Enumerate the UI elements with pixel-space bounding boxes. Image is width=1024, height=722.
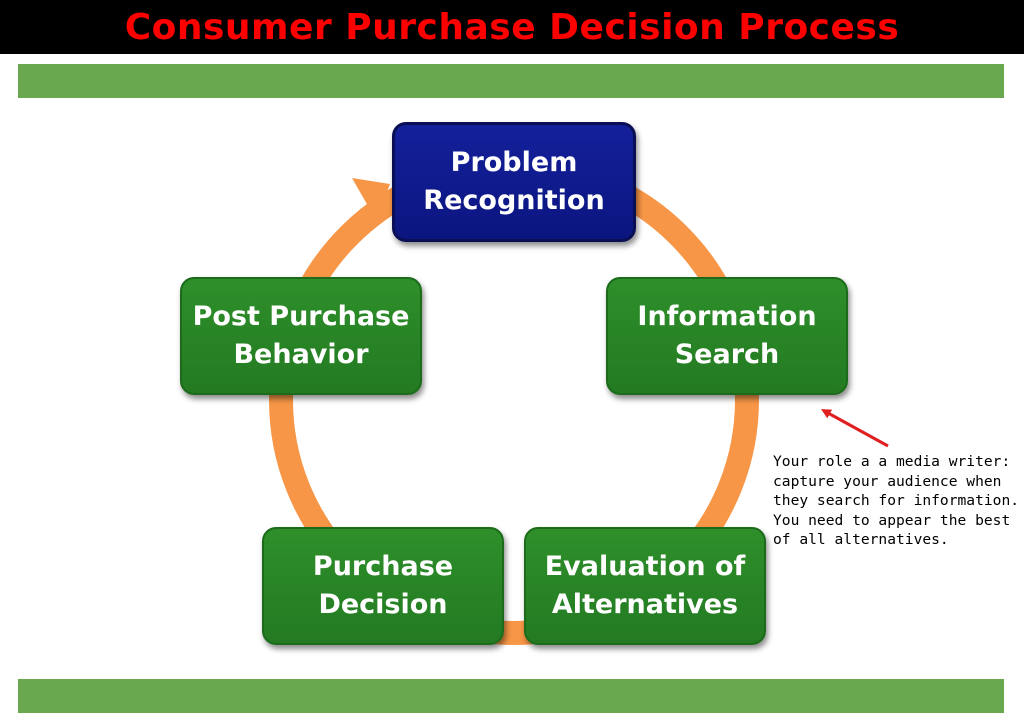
stage-problem-recognition: Problem Recognition — [392, 122, 636, 242]
stage-label: Purchase Decision — [312, 551, 454, 620]
title-bar: Consumer Purchase Decision Process — [0, 0, 1024, 54]
stage-label: Post Purchase Behavior — [192, 301, 410, 370]
cycle-arrowhead — [352, 178, 390, 220]
stage-label: Evaluation of Alternatives — [544, 551, 746, 620]
annotation-note: Your role a a media writer: capture your… — [773, 453, 1020, 548]
stage-purchase-decision: Purchase Decision — [262, 527, 504, 645]
stage-post-purchase-behavior: Post Purchase Behavior — [180, 277, 422, 395]
top-green-band — [18, 64, 1004, 98]
page-title: Consumer Purchase Decision Process — [124, 6, 900, 48]
stage-information-search: Information Search — [606, 277, 848, 395]
stage-evaluation-of-alternatives: Evaluation of Alternatives — [524, 527, 766, 645]
annotation-arrow — [820, 409, 889, 448]
bottom-green-band — [18, 679, 1004, 713]
stage-label: Problem Recognition — [423, 147, 605, 216]
stage-label: Information Search — [637, 301, 817, 370]
